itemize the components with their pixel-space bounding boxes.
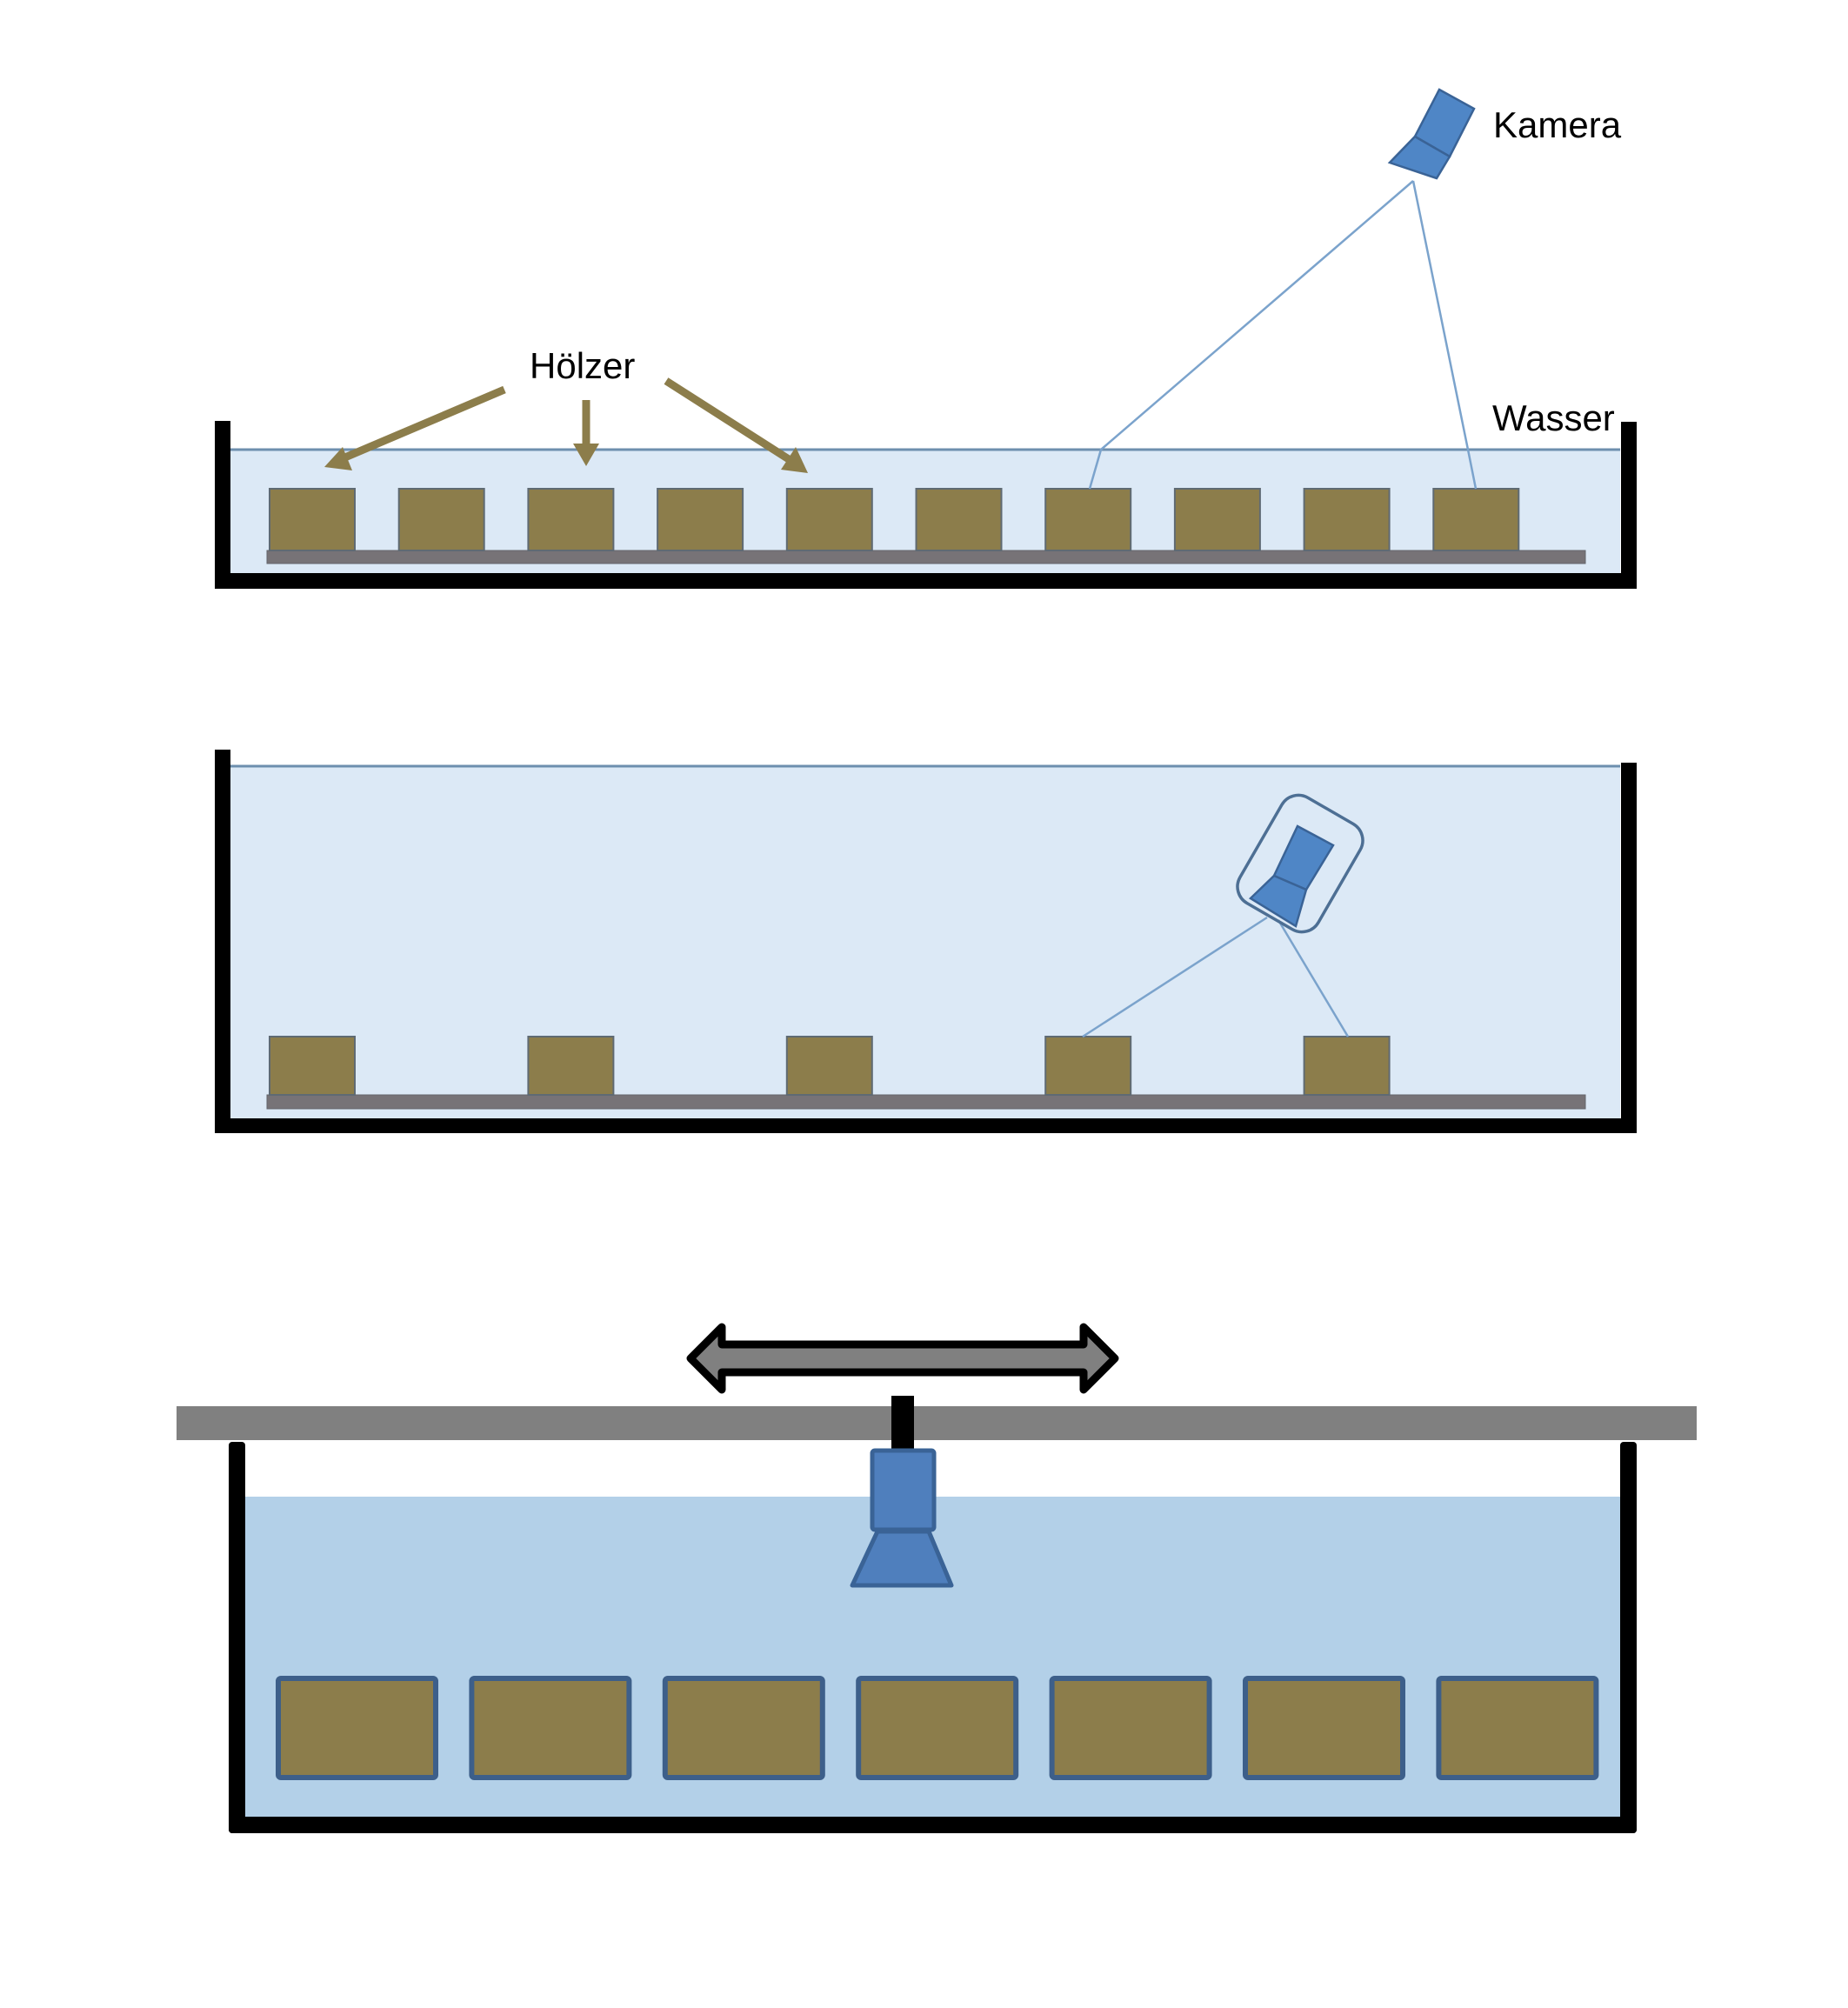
panel-2 bbox=[215, 750, 1637, 1133]
wood-block bbox=[785, 1036, 873, 1096]
tank-floor bbox=[229, 1817, 1637, 1833]
camera-mount bbox=[891, 1396, 914, 1452]
wood-block bbox=[657, 488, 744, 551]
wood-blocks bbox=[269, 488, 1520, 551]
wood-block bbox=[1243, 1676, 1405, 1780]
arrow-right-head bbox=[781, 447, 808, 473]
wood-block bbox=[662, 1676, 825, 1780]
shelf bbox=[266, 1094, 1586, 1110]
shelf bbox=[266, 550, 1586, 564]
wood-block bbox=[276, 1676, 438, 1780]
motion-double-arrow-icon bbox=[686, 1323, 1119, 1394]
camera-housing bbox=[1236, 793, 1364, 934]
camera-ray-left bbox=[1082, 916, 1268, 1038]
water-label: Wasser bbox=[1492, 397, 1615, 438]
wood-blocks bbox=[276, 1676, 1599, 1780]
wood-block bbox=[527, 488, 615, 551]
wood-block bbox=[785, 488, 873, 551]
arrow-left-head bbox=[324, 447, 352, 470]
tank-right-wall bbox=[1621, 763, 1637, 1133]
camera-lens bbox=[1387, 135, 1451, 180]
wood-block bbox=[269, 1036, 356, 1096]
tank-left-wall bbox=[229, 1442, 245, 1833]
wood-block bbox=[1303, 1036, 1391, 1096]
wood-block bbox=[1432, 488, 1520, 551]
wood-block bbox=[1173, 488, 1261, 551]
wood-block bbox=[527, 1036, 615, 1096]
wood-block bbox=[1303, 488, 1391, 551]
camera-icon bbox=[1387, 88, 1476, 180]
tank-left-wall bbox=[215, 421, 230, 589]
rail-camera-icon bbox=[850, 1448, 954, 1588]
underwater-camera-icon bbox=[1236, 793, 1364, 934]
water-body bbox=[230, 766, 1620, 1118]
wood-block bbox=[1436, 1676, 1599, 1780]
camera-ray-right bbox=[1277, 919, 1350, 1037]
camera-lens bbox=[1248, 874, 1308, 928]
tank-left-wall bbox=[215, 750, 230, 1133]
arrow-middle-head bbox=[573, 444, 599, 466]
wood-block bbox=[469, 1676, 632, 1780]
camera-body bbox=[870, 1448, 937, 1532]
wood-label-arrows bbox=[324, 377, 808, 473]
camera-ray-right bbox=[1411, 180, 1478, 490]
panel-3 bbox=[177, 1323, 1697, 1833]
panel-1: Kamera Wasser Hölzer bbox=[215, 88, 1637, 589]
camera-rail bbox=[177, 1406, 1697, 1440]
wood-block bbox=[915, 488, 1003, 551]
wood-block bbox=[397, 488, 485, 551]
wood-label: Hölzer bbox=[530, 345, 635, 386]
tank-floor bbox=[215, 1118, 1637, 1133]
wood-blocks bbox=[269, 1036, 1391, 1096]
wood-block bbox=[269, 488, 356, 551]
arrow-left-shaft bbox=[339, 385, 506, 464]
wood-block bbox=[1044, 488, 1132, 551]
tank-right-wall bbox=[1620, 1442, 1637, 1833]
camera-ray-left bbox=[1088, 180, 1414, 490]
camera-lens bbox=[850, 1529, 954, 1588]
arrow-right-shaft bbox=[664, 377, 794, 464]
camera-label: Kamera bbox=[1493, 104, 1622, 145]
wood-block bbox=[856, 1676, 1019, 1780]
tank-right-wall bbox=[1621, 422, 1637, 589]
wood-block bbox=[1049, 1676, 1212, 1780]
wood-block bbox=[1044, 1036, 1132, 1096]
tank-floor bbox=[215, 573, 1637, 589]
